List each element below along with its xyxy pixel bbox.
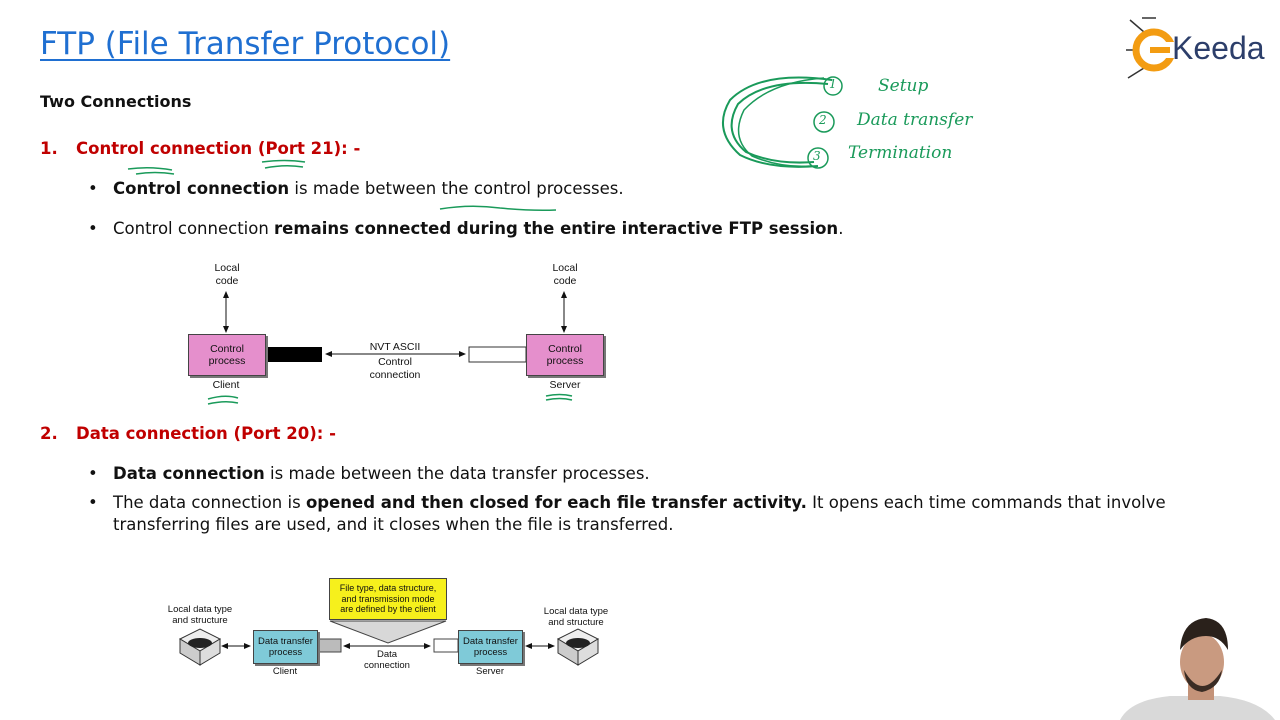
control-connection-label: Control connection [369, 356, 421, 381]
ink-number-2: 2 [819, 113, 827, 127]
bullet-text: Control connection [113, 219, 275, 238]
server-control-process-box: Control process [526, 334, 604, 376]
control-connection-diagram: Local code Local code Control process Co… [180, 258, 620, 408]
client-control-process-box: Control process [188, 334, 266, 376]
ink-number-1: 1 [829, 77, 837, 91]
logo-wordmark: Keeda [1172, 30, 1265, 66]
bullet-dot: • [88, 179, 98, 198]
ekeeda-logo: Keeda [1122, 12, 1272, 87]
section-number: 1. [40, 139, 58, 158]
client-defined-note: File type, data structure, and transmiss… [329, 578, 447, 620]
ink-setup: Setup [878, 76, 929, 96]
section-title: Control connection (Port 21): - [76, 139, 361, 158]
data-connection-label: Data connection [364, 649, 410, 671]
client-disk-icon [178, 628, 222, 666]
bullet-bold: Data connection [113, 464, 265, 483]
section-title: Data connection (Port 20): - [76, 424, 336, 443]
client-local-code-label: Local code [214, 262, 240, 287]
bullet-bold: opened and then closed for each file tra… [305, 493, 807, 512]
diagram1-lines [207, 291, 573, 405]
diagram2-lines [178, 620, 600, 666]
ink-termination: Termination [848, 143, 953, 163]
bullet-2: • Control connection remains connected d… [88, 218, 1213, 240]
bullet-text: It opens each time commands that involve… [113, 493, 1166, 534]
bullet-bold: Control connection [113, 179, 290, 198]
nvt-ascii-label: NVT ASCII [369, 341, 421, 353]
presenter-video [1120, 618, 1275, 720]
section-2-heading: 2. Data connection (Port 20): - [40, 424, 336, 443]
ink-number-3: 3 [813, 149, 821, 163]
bullet-text: is made between the data transfer proces… [264, 464, 650, 483]
client-caption: Client [272, 666, 298, 677]
ink-data-transfer: Data transfer [857, 110, 973, 130]
section-subtitle: Two Connections [40, 92, 192, 111]
section-1-heading: 1. Control connection (Port 21): - [40, 139, 360, 158]
client-local-data-label: Local data type and structure [167, 604, 233, 626]
server-data-transfer-box: Data transfer process [458, 630, 523, 664]
server-caption: Server [476, 666, 504, 677]
bullet-text: . [838, 219, 844, 238]
bullet-dot: • [88, 493, 98, 512]
bullet-dot: • [88, 219, 98, 238]
ink-circle-2 [813, 111, 835, 133]
bullet-text: The data connection is [113, 493, 306, 512]
server-local-data-label: Local data type and structure [543, 606, 609, 628]
server-disk-icon [556, 628, 600, 666]
client-caption: Client [212, 379, 240, 391]
bullet-dot: • [88, 464, 98, 483]
page-title: FTP (File Transfer Protocol) [40, 26, 451, 62]
section-number: 2. [40, 424, 58, 443]
client-data-transfer-box: Data transfer process [253, 630, 318, 664]
ink-circle-3 [807, 147, 829, 169]
bullet-4: • The data connection is opened and then… [88, 492, 1208, 536]
bullet-text: is made between the control processes. [289, 179, 624, 198]
bullet-bold: remains connected during the entire inte… [274, 219, 839, 238]
data-connection-diagram: File type, data structure, and transmiss… [160, 575, 620, 685]
bullet-3: • Data connection is made between the da… [88, 463, 1213, 485]
server-caption: Server [549, 379, 581, 391]
bullet-1: • Control connection is made between the… [88, 178, 1213, 200]
logo-circuit-icon [1126, 17, 1182, 79]
server-local-code-label: Local code [552, 262, 578, 287]
ink-circle-1 [823, 76, 843, 96]
